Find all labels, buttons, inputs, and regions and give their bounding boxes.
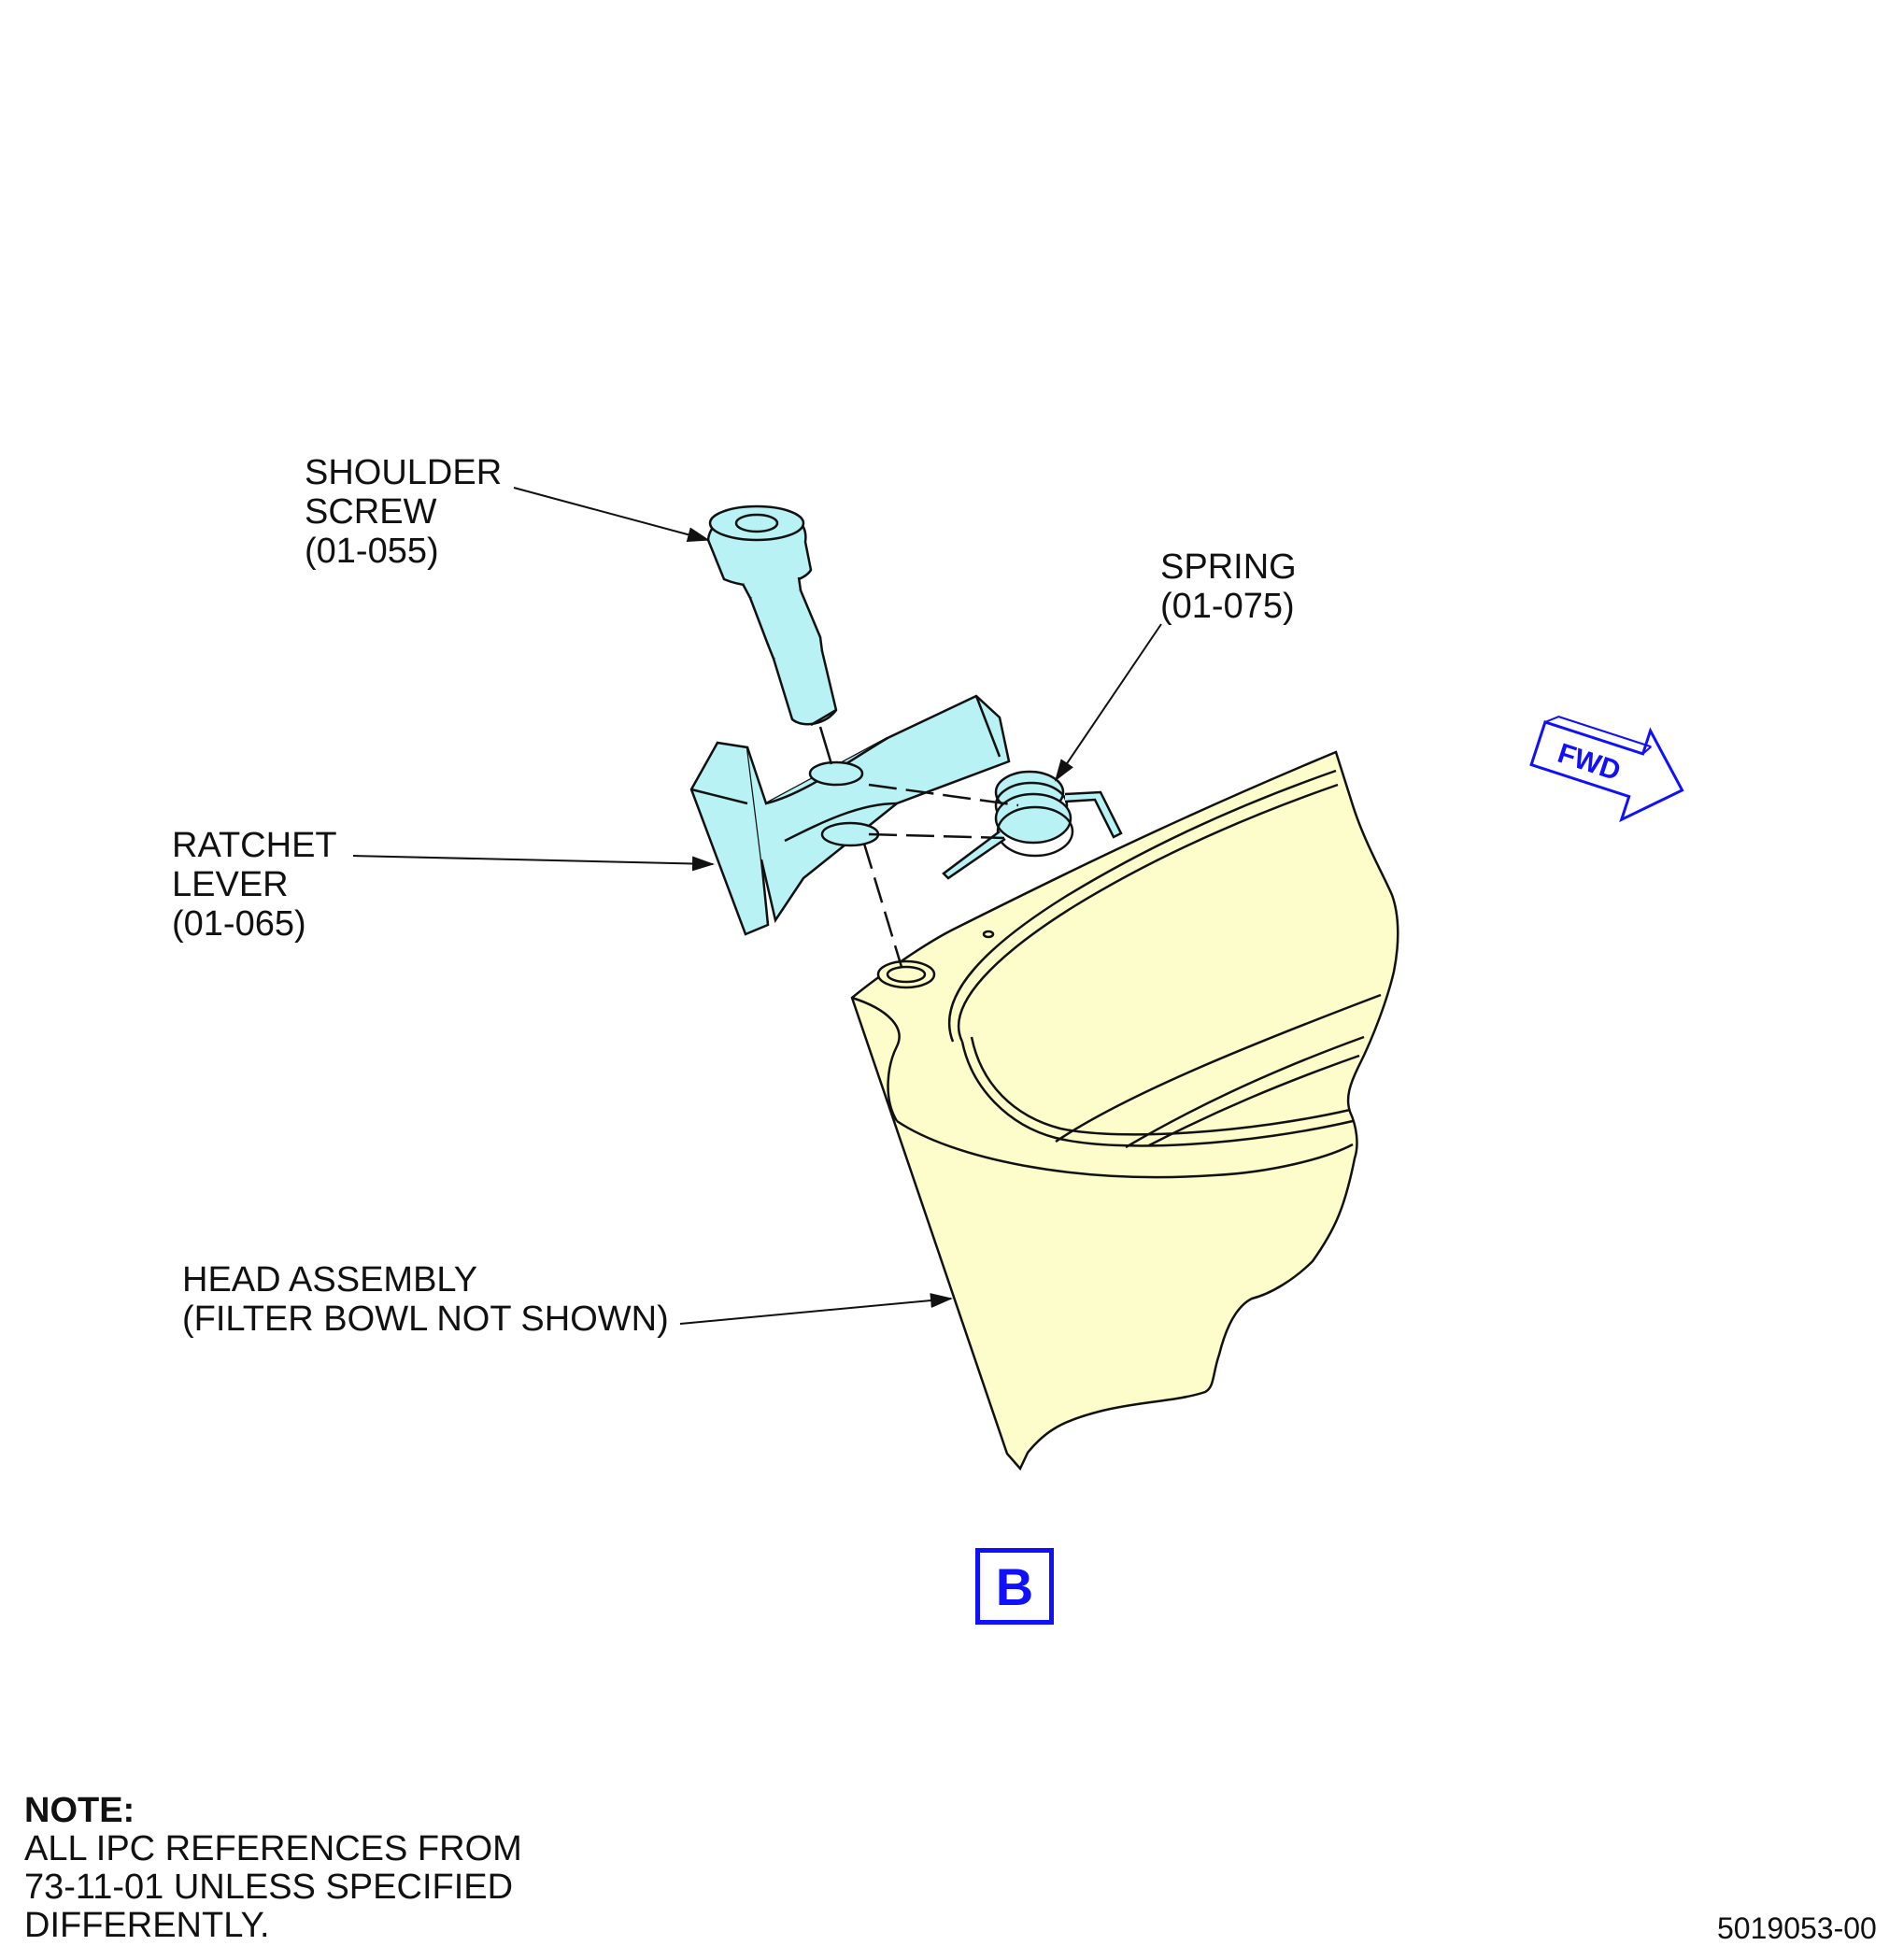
label-head-assembly: HEAD ASSEMBLY (FILTER BOWL NOT SHOWN) [182,1260,669,1339]
view-letter: B [995,1556,1034,1616]
label-spring: SPRING (01-075) [1160,547,1297,626]
spring-part [942,770,1123,880]
leader-spring [1054,623,1162,782]
note-line: DIFFERENTLY. [24,1906,270,1945]
label-shoulder-screw: SHOULDER SCREW (01-055) [305,453,502,571]
ratchet-lever-part [689,694,1011,936]
note-line: 73-11-01 UNLESS SPECIFIED [24,1868,514,1907]
label-ratchet-lever: RATCHET LEVER (01-065) [172,826,337,944]
label-line: SCREW [305,492,437,532]
figure-id: 5019053-00 [1717,1911,1877,1945]
label-line: (01-055) [305,532,439,571]
head-assembly-part [850,750,1399,1471]
label-line: HEAD ASSEMBLY [182,1260,478,1300]
label-line: SPRING [1160,547,1297,587]
shoulder-screw-part [706,504,838,727]
fwd-arrow-icon: FWD [1529,716,1684,823]
label-line: LEVER [172,865,289,904]
leader-ratchet-lever [352,855,715,872]
leader-shoulder-screw [513,487,710,543]
label-line: (FILTER BOWL NOT SHOWN) [182,1300,669,1339]
note-block: NOTE: ALL IPC REFERENCES FROM 73-11-01 U… [24,1792,522,1945]
view-b-callout: B [975,1548,1054,1625]
leader-lines [352,487,1162,1325]
leader-head-assembly [679,1293,953,1325]
label-line: (01-065) [172,904,306,944]
label-line: SHOULDER [305,453,503,492]
assembly-lines [818,726,1019,968]
note-line: ALL IPC REFERENCES FROM [24,1829,522,1868]
label-line: RATCHET [172,826,337,865]
label-line: (01-075) [1160,587,1295,626]
note-heading: NOTE: [24,1791,135,1830]
